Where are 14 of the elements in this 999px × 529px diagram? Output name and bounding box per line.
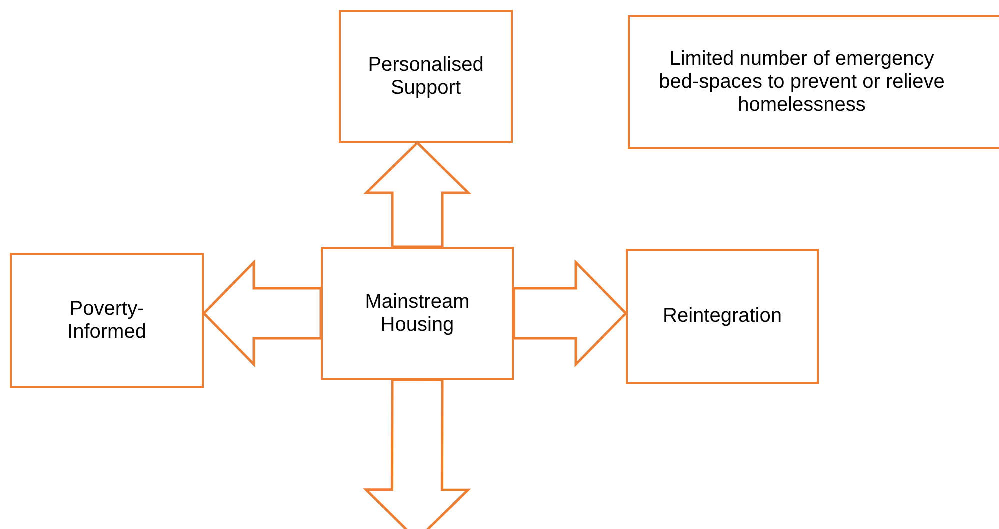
process-box <box>10 253 204 388</box>
box-label: Poverty-Informed <box>66 298 148 344</box>
note-box <box>628 15 999 149</box>
process-box <box>626 249 819 384</box>
block-arrow <box>363 141 472 248</box>
box-label: Reintegration <box>662 305 783 328</box>
box-label: Limited number of emergency bed-spaces to prevent or relieve homelessness <box>658 48 946 116</box>
box-label: Personalised Support <box>367 54 485 100</box>
process-box <box>339 10 513 143</box>
block-arrow <box>512 259 628 368</box>
central-box <box>321 247 514 380</box>
box-label: Mainstream Housing <box>364 290 471 336</box>
block-arrow <box>363 378 472 529</box>
block-arrow <box>202 259 322 368</box>
